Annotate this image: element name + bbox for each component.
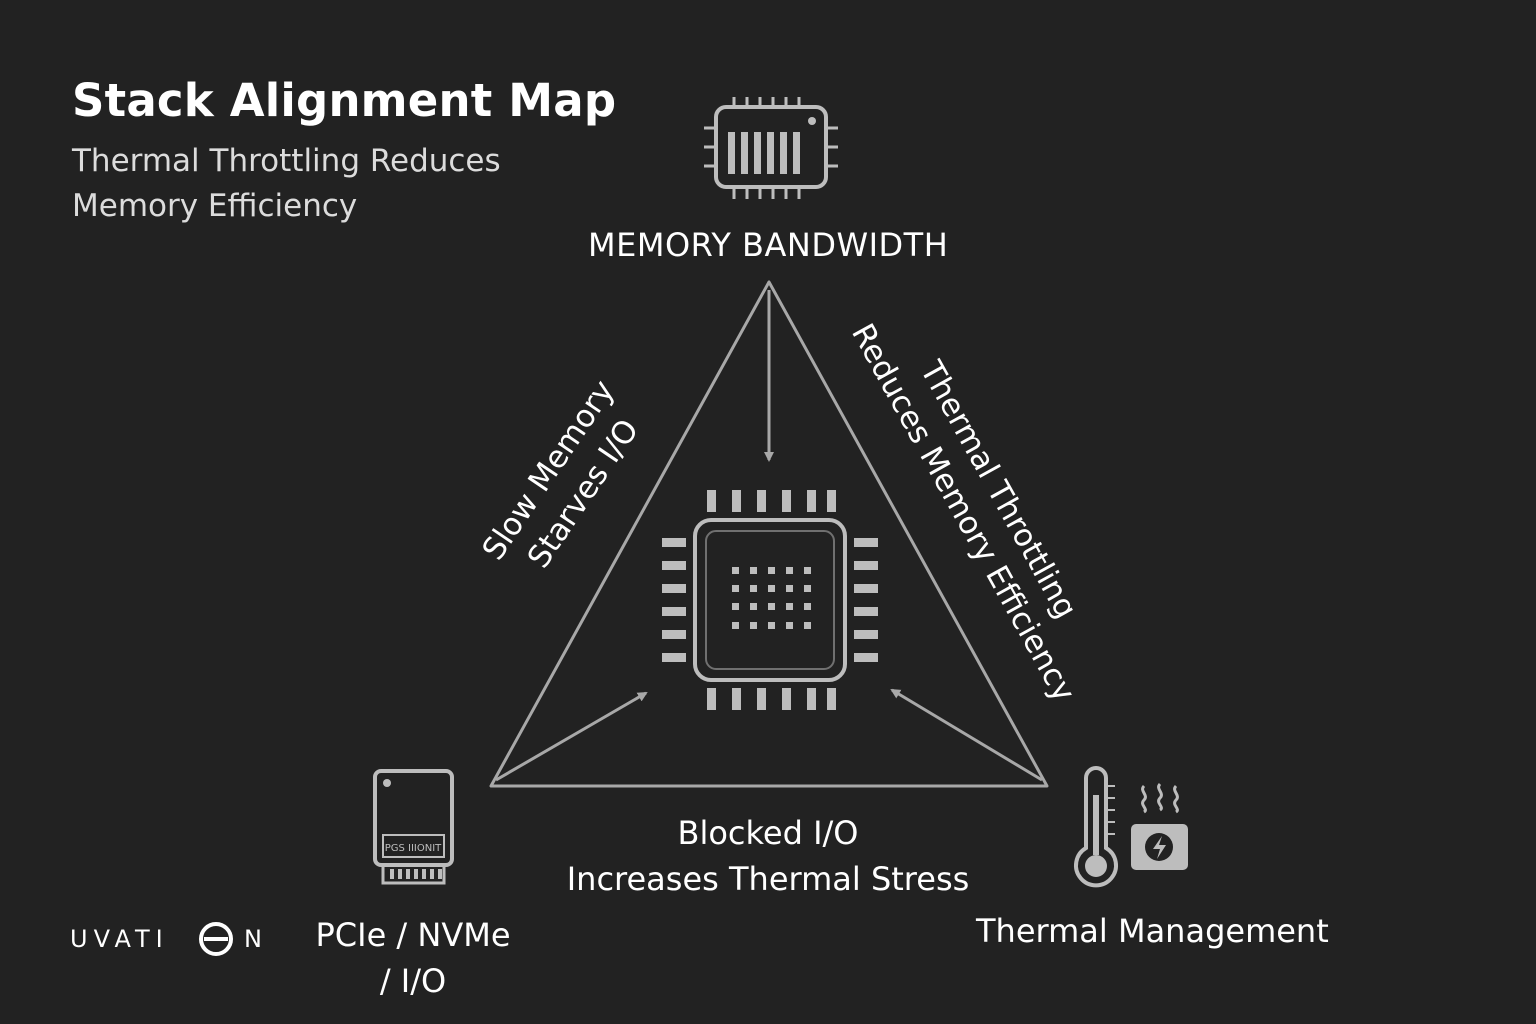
pcie-label-line-1: PCIe / NVMe — [315, 916, 511, 954]
edge-bottom-line-2: Increases Thermal Stress — [566, 860, 970, 898]
edge-bottom-line-1: Blocked I/O — [677, 814, 859, 852]
logo-text-right: N — [244, 925, 262, 953]
logo-text-left: UVATI — [70, 925, 169, 953]
page-title: Stack Alignment Map — [72, 74, 617, 127]
logo-o-mark-icon — [199, 922, 233, 956]
arrow-io-to-processor — [495, 691, 648, 782]
pcie-nvme-io-label: PCIe / NVMe / I/O — [302, 912, 524, 1004]
subtitle-line-1: Thermal Throttling Reduces — [72, 143, 501, 179]
subtitle-line-2: Memory Efficiency — [72, 188, 358, 224]
ssd-chip-label: PGS IIIONIT — [385, 843, 442, 854]
thermal-management-label: Thermal Management — [976, 912, 1329, 950]
header: Stack Alignment Map Thermal Throttling R… — [72, 74, 616, 229]
memory-chip-icon — [704, 97, 838, 199]
memory-bandwidth-label: MEMORY BANDWIDTH — [588, 226, 949, 264]
pcie-label-line-2: / I/O — [379, 962, 447, 1000]
thermometer-heat-icon — [1074, 766, 1188, 888]
arrow-thermal-to-processor — [890, 688, 1043, 782]
uvation-logo: UVATI N — [70, 922, 262, 956]
alignment-triangle — [489, 280, 1049, 788]
processor-chip-icon — [662, 490, 878, 710]
page-subtitle: Thermal Throttling Reduces Memory Effici… — [72, 139, 616, 229]
ssd-card-icon: PGS IIIONIT — [373, 769, 454, 885]
edge-label-io-thermal: Blocked I/O Increases Thermal Stress — [548, 810, 988, 902]
